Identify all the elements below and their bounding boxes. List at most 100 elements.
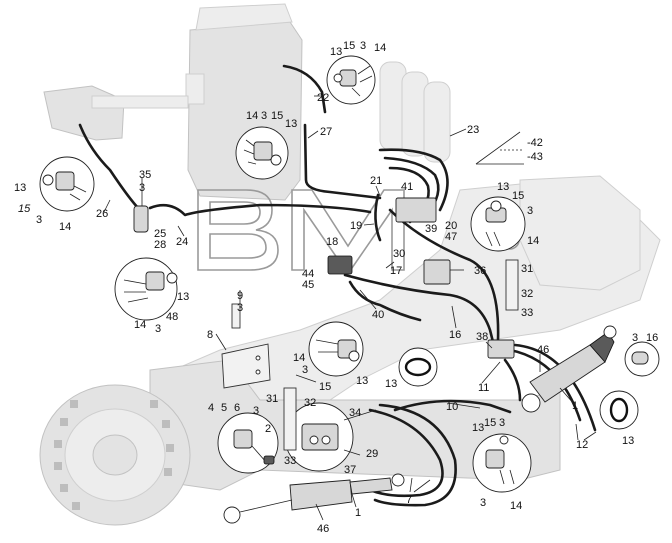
label-39: 39 — [425, 223, 437, 235]
leader-lines — [103, 95, 597, 521]
right-bracket — [519, 175, 641, 291]
label-34: 34 — [349, 407, 361, 419]
label-43: -43 — [527, 151, 543, 163]
label-3-rt: 3 — [527, 205, 533, 217]
label-4: 4 — [208, 402, 214, 414]
hose-17 — [388, 208, 500, 342]
detail-callout-bottomleft — [217, 412, 279, 474]
wheel-center — [92, 434, 138, 476]
label-7: 7 — [406, 494, 412, 506]
label-31-l: 31 — [266, 393, 278, 405]
label-3-l: 3 — [253, 405, 259, 417]
hydraulic-tank — [187, 21, 303, 201]
label-3-mid: 3 — [302, 364, 308, 376]
label-3-hub: 3 — [360, 40, 366, 52]
label-2: 2 — [265, 423, 271, 435]
label-46-b: 46 — [317, 523, 329, 535]
label-23: 23 — [467, 124, 479, 136]
detail-callout-hub — [326, 55, 376, 105]
label-13-ring2: 13 — [622, 435, 634, 447]
o-ring-callout-1 — [398, 347, 438, 387]
hose-7b — [373, 403, 457, 507]
label-18: 18 — [326, 236, 338, 248]
label-17: 17 — [390, 265, 402, 277]
label-33-l: 33 — [284, 455, 296, 467]
valve-block-38 — [487, 339, 515, 359]
hose-16 — [343, 273, 497, 352]
valve-block-18 — [327, 255, 353, 275]
label-15-br: 15 — [484, 417, 496, 429]
ladder-callout-42-43 — [475, 131, 524, 165]
label-26: 26 — [96, 208, 108, 220]
hose-40 — [348, 280, 422, 322]
label-32-r: 32 — [521, 288, 533, 300]
hose-26 — [78, 123, 142, 212]
label-13-left: 13 — [14, 182, 26, 194]
label-3-9: 3 — [237, 302, 243, 314]
label-44: 44 — [302, 268, 314, 280]
label-13-rt: 13 — [497, 181, 509, 193]
label-6: 6 — [234, 402, 240, 414]
label-11: 11 — [478, 382, 489, 394]
detail-callout-left — [39, 156, 95, 212]
hose-7a — [368, 408, 444, 498]
tank-top — [195, 3, 293, 31]
label-28: 28 — [154, 239, 166, 251]
label-46-r: 46 — [537, 344, 549, 356]
fitting-25-28 — [133, 205, 149, 233]
detail-callout-right — [470, 196, 526, 252]
detail-callout-bottomright — [472, 433, 532, 493]
label-35: 35 — [139, 169, 151, 181]
detail-callout-valve — [284, 402, 354, 472]
hose-11 — [503, 358, 522, 402]
label-27: 27 — [320, 126, 332, 138]
label-37: 37 — [344, 464, 356, 476]
label-25: 25 — [154, 228, 166, 240]
label-3-fr: 3 — [632, 332, 638, 344]
label-15-hub: 15 — [343, 40, 355, 52]
bracket-31-32-33-left — [283, 387, 297, 451]
label-15-c: 15 — [319, 381, 331, 393]
label-16-fr: 16 — [646, 332, 658, 344]
label-48: 48 — [166, 311, 178, 323]
gear-teeth — [54, 400, 174, 510]
label-14-rt: 14 — [527, 235, 539, 247]
bracket-8 — [221, 343, 271, 389]
label-13-br: 13 — [472, 422, 484, 434]
label-3-ml: 3 — [155, 323, 161, 335]
label-10: 10 — [446, 401, 458, 413]
background-machine — [39, 3, 661, 526]
label-13-ring: 13 — [385, 378, 397, 390]
label-38: 38 — [476, 331, 488, 343]
label-14-br: 14 — [510, 500, 522, 512]
pump-shaft — [91, 95, 189, 109]
label-3-tank: 3 — [261, 110, 267, 122]
label-41: 41 — [401, 181, 413, 193]
steering-cylinder-bottom — [223, 473, 405, 524]
detail-callout-tank — [235, 126, 289, 180]
hose-24 — [148, 203, 372, 217]
label-13-ml: 13 — [177, 291, 189, 303]
label-15-left: 15 — [18, 203, 31, 215]
fitting-callout-16 — [624, 341, 660, 377]
label-45: 45 — [302, 279, 314, 291]
label-14-left: 14 — [59, 221, 71, 233]
label-14-ml: 14 — [134, 319, 146, 331]
bracket-31-32-33-right — [505, 259, 519, 311]
o-ring-callout-2 — [599, 390, 639, 430]
hose-27 — [303, 123, 382, 200]
hose-10 — [393, 399, 512, 414]
label-36: 36 — [474, 265, 486, 277]
label-3-br: 3 — [499, 417, 505, 429]
tank-side-port — [185, 73, 205, 105]
label-15-tank: 15 — [271, 110, 283, 122]
label-1-b: 1 — [355, 507, 361, 519]
label-15-rt: 15 — [512, 190, 524, 202]
label-5: 5 — [221, 402, 227, 414]
bracket-9 — [231, 303, 241, 329]
label-13-tank: 13 — [285, 118, 297, 130]
label-8: 8 — [207, 329, 213, 341]
label-21: 21 — [370, 175, 382, 187]
label-3-left: 3 — [36, 214, 42, 226]
